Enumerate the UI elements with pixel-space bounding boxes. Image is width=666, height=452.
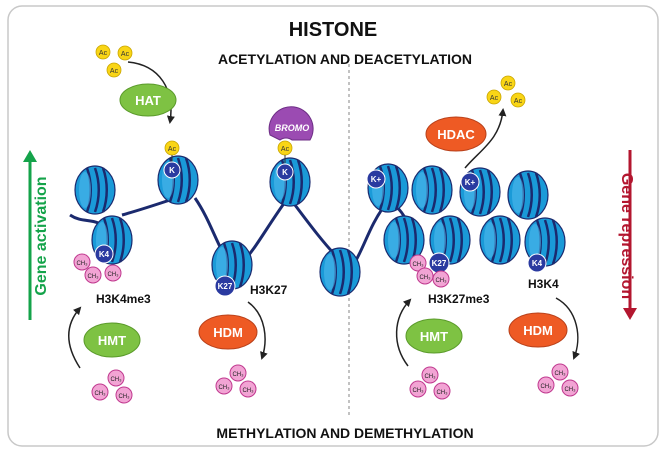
ac-label: Ac bbox=[281, 146, 290, 153]
h3k27-label: H3K27 bbox=[250, 283, 288, 297]
k4-label: K4 bbox=[99, 250, 110, 259]
hat-arrow bbox=[127, 61, 175, 124]
ch3-label: CH₃ bbox=[412, 262, 424, 268]
k4-label: K4 bbox=[532, 259, 543, 268]
hmt-left-label: HMT bbox=[98, 333, 126, 348]
ch3-label: CH₃ bbox=[218, 385, 230, 391]
ac-label: Ac bbox=[504, 81, 513, 88]
ch3-label: CH₃ bbox=[76, 261, 88, 267]
ch3-label: CH₃ bbox=[554, 371, 566, 377]
ch3-label: CH₃ bbox=[87, 274, 99, 280]
k-label: K bbox=[282, 168, 288, 177]
ch3-label: CH₃ bbox=[436, 390, 448, 396]
nucleosome bbox=[429, 215, 471, 265]
nucleosome bbox=[507, 170, 549, 220]
hdac-enzyme: HDAC bbox=[425, 116, 487, 152]
methyl-pool-left: CH₃ CH₃ CH₃ bbox=[91, 369, 133, 404]
acetyl-pool-left: Ac Ac Ac bbox=[95, 44, 133, 78]
ac-label: Ac bbox=[99, 50, 108, 57]
hmt-right-arrow bbox=[395, 298, 412, 367]
gene-repression-arrow: Gene repression bbox=[618, 150, 637, 320]
k27-label: K27 bbox=[218, 282, 233, 291]
ac-label: Ac bbox=[121, 51, 130, 58]
h3k4me3-label: H3K4me3 bbox=[96, 292, 151, 306]
hdm-right-label: HDM bbox=[523, 323, 553, 338]
k27-label: K27 bbox=[432, 259, 447, 268]
hmt-left-arrow bbox=[68, 306, 82, 369]
hdm-left-arrow bbox=[247, 301, 268, 360]
subtitle-bottom: METHYLATION AND DEMETHYLATION bbox=[216, 425, 473, 441]
bromo-label: BROMO bbox=[275, 123, 310, 133]
nucleosome bbox=[319, 247, 361, 297]
ac-label: Ac bbox=[168, 146, 177, 153]
ch3-label: CH₃ bbox=[435, 278, 447, 284]
methyl-bound-left: CH₃ CH₃ CH₃ bbox=[73, 253, 122, 284]
ch3-label: CH₃ bbox=[107, 272, 119, 278]
methyl-bound-right: CH₃ CH₃ CH₃ bbox=[409, 254, 450, 288]
ac-label: Ac bbox=[490, 95, 499, 102]
hmt-right-enzyme: HMT bbox=[405, 318, 463, 354]
hdm-left-enzyme: HDM bbox=[198, 314, 258, 350]
gene-activation-label: Gene activation bbox=[33, 176, 50, 295]
ac-label: Ac bbox=[110, 68, 119, 75]
gene-repression-label: Gene repression bbox=[618, 173, 635, 299]
ch3-label: CH₃ bbox=[242, 388, 254, 394]
hdac-arrow bbox=[464, 108, 507, 169]
methyl-released-right: CH₃ CH₃ CH₃ bbox=[537, 363, 579, 397]
k-plus-label: K+ bbox=[465, 178, 476, 187]
hat-label: HAT bbox=[135, 93, 161, 108]
k-plus-label: K+ bbox=[371, 175, 382, 184]
lysine-markers: K K K+ K+ K4 K27 K27 K4 bbox=[94, 161, 547, 297]
hdm-left-label: HDM bbox=[213, 325, 243, 340]
ch3-label: CH₃ bbox=[110, 377, 122, 383]
methyl-released-left: CH₃ CH₃ CH₃ bbox=[215, 364, 257, 398]
acetyl-mark-1: Ac bbox=[164, 140, 180, 163]
hmt-left-enzyme: HMT bbox=[83, 322, 141, 358]
methyl-pool-right: CH₃ CH₃ CH₃ bbox=[409, 366, 451, 400]
ch3-label: CH₃ bbox=[232, 372, 244, 378]
hdm-right-enzyme: HDM bbox=[508, 312, 568, 348]
nucleosome bbox=[479, 215, 521, 265]
ch3-label: CH₃ bbox=[419, 275, 431, 281]
nucleosome bbox=[74, 165, 116, 215]
gene-activation-arrow: Gene activation bbox=[23, 150, 50, 320]
nucleosome bbox=[157, 155, 199, 205]
hdac-label: HDAC bbox=[437, 127, 475, 142]
acetyl-pool-right: Ac Ac Ac bbox=[486, 75, 526, 108]
ch3-label: CH₃ bbox=[564, 387, 576, 393]
ch3-label: CH₃ bbox=[94, 391, 106, 397]
hdm-right-arrow bbox=[555, 297, 580, 360]
title: HISTONE bbox=[289, 19, 378, 41]
ch3-label: CH₃ bbox=[424, 374, 436, 380]
ch3-label: CH₃ bbox=[118, 394, 130, 400]
ch3-label: CH₃ bbox=[412, 388, 424, 394]
ch3-label: CH₃ bbox=[540, 384, 552, 390]
k-label: K bbox=[169, 166, 175, 175]
subtitle-top: ACETYLATION AND DEACETYLATION bbox=[218, 51, 472, 67]
nucleosome bbox=[383, 215, 425, 265]
ac-label: Ac bbox=[514, 98, 523, 105]
hmt-right-label: HMT bbox=[420, 329, 448, 344]
hat-enzyme: HAT bbox=[119, 83, 177, 117]
h3k4-label: H3K4 bbox=[528, 277, 559, 291]
bromo-domain: BROMO Ac bbox=[268, 106, 314, 163]
nucleosome bbox=[411, 165, 453, 215]
h3k27me3-label: H3K27me3 bbox=[428, 292, 490, 306]
